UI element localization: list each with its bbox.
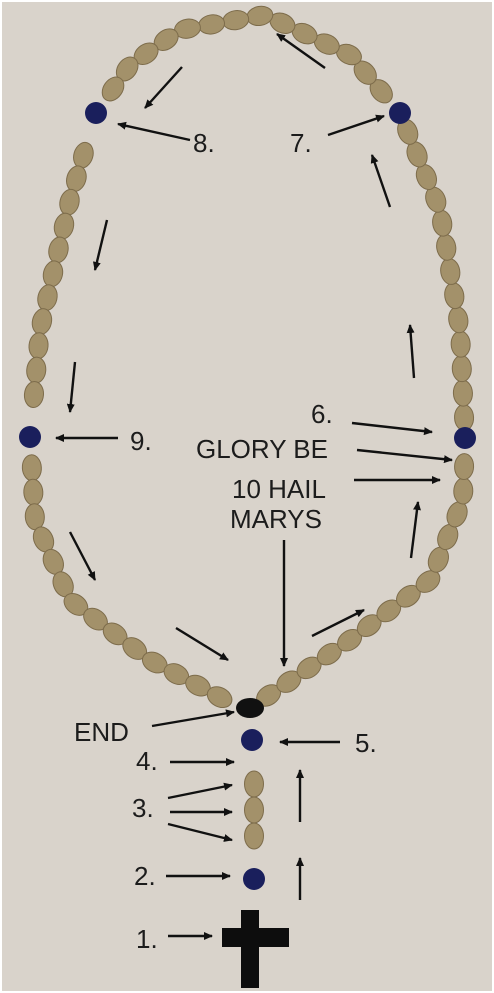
cross-horizontal-bar [222,928,289,947]
blue-bead-8 [85,102,107,124]
stem-bead-2 [245,797,264,823]
label-6: 6. [311,399,333,429]
blue-bead-6 [454,427,476,449]
blue-bead-5 [241,729,263,751]
label-2: 2. [134,861,156,891]
loop-bead-12 [453,478,473,505]
label-hail-marys-line1: 10 HAIL [232,474,326,504]
loop-bead-13 [454,453,474,480]
blue-bead-2 [243,868,265,890]
label-3: 3. [132,793,154,823]
stem-bead-1 [245,771,264,797]
blue-bead-7 [389,102,411,124]
black-bead-icon [236,698,264,718]
label-end: END [74,717,129,747]
label-7: 7. [290,128,312,158]
label-8: 8. [193,128,215,158]
label-9: 9. [130,426,152,456]
stem-bead-3 [245,823,264,849]
label-4: 4. [136,746,158,776]
label-1: 1. [136,924,158,954]
blue-bead-9 [19,426,41,448]
label-5: 5. [355,728,377,758]
label-glory-be: GLORY BE [196,434,328,464]
label-hail-marys-line2: MARYS [230,504,322,534]
cross-vertical-bar [241,910,259,988]
